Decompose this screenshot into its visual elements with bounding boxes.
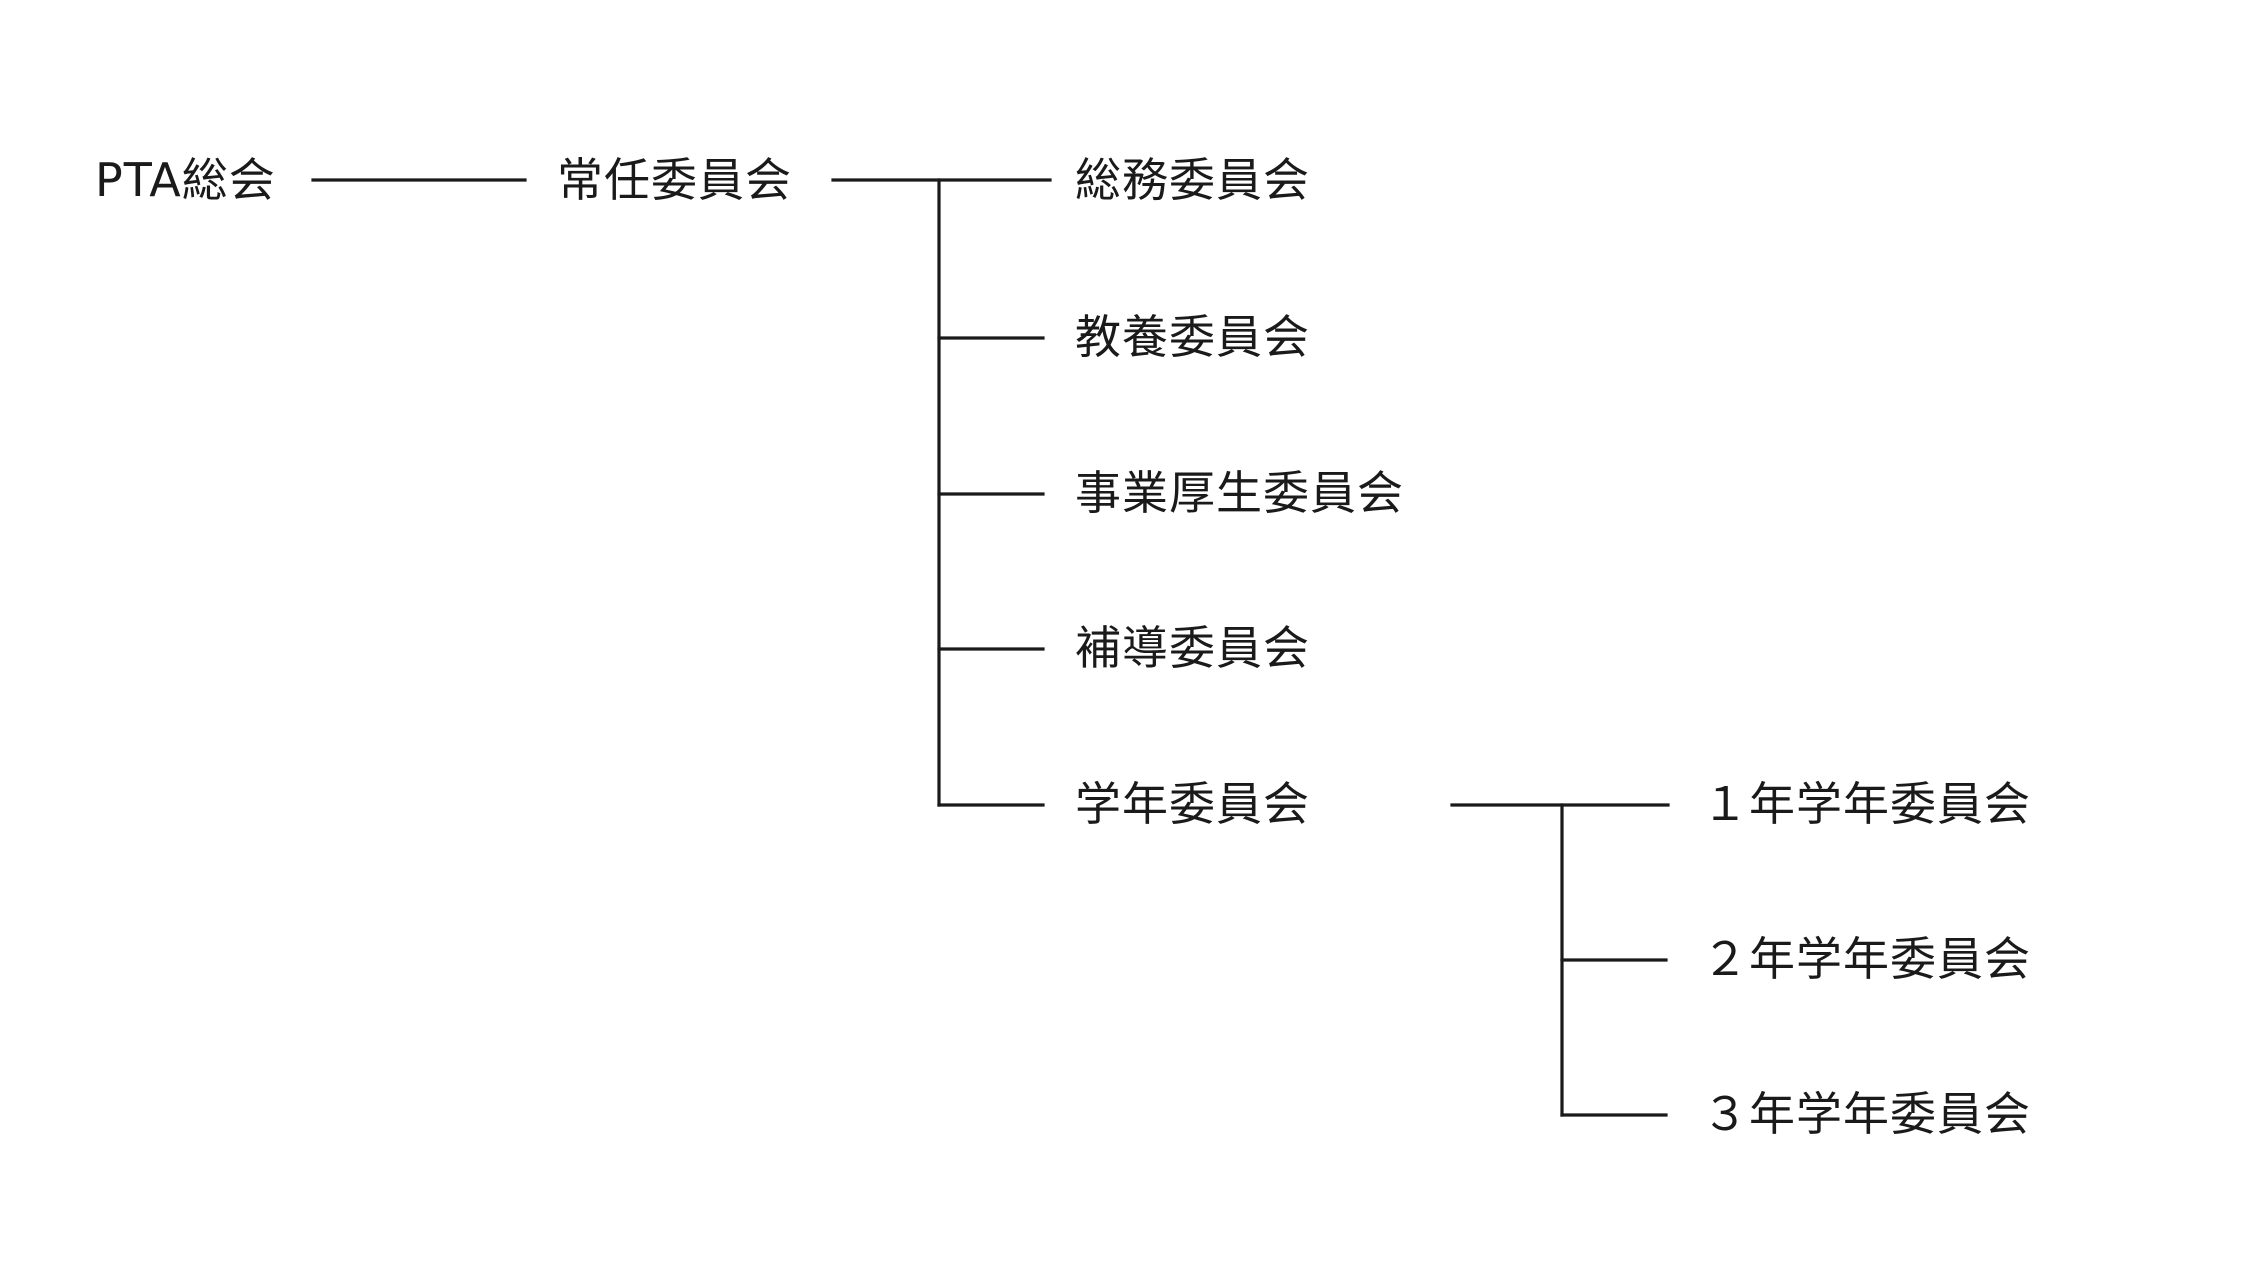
node-pta-general-assembly: PTA総会 xyxy=(95,153,276,207)
node-grade-1-committee: １年学年委員会 xyxy=(1702,777,2031,831)
node-committee-guidance: 補導委員会 xyxy=(1075,621,1310,675)
node-grade-3-committee: ３年学年委員会 xyxy=(1702,1087,2031,1141)
node-committee-general-affairs: 総務委員会 xyxy=(1075,153,1310,207)
node-standing-committee: 常任委員会 xyxy=(557,153,792,207)
node-committee-welfare: 事業厚生委員会 xyxy=(1075,466,1404,520)
node-grade-2-committee: ２年学年委員会 xyxy=(1702,932,2031,986)
node-committee-culture: 教養委員会 xyxy=(1075,310,1310,364)
node-committee-grade: 学年委員会 xyxy=(1075,777,1310,831)
